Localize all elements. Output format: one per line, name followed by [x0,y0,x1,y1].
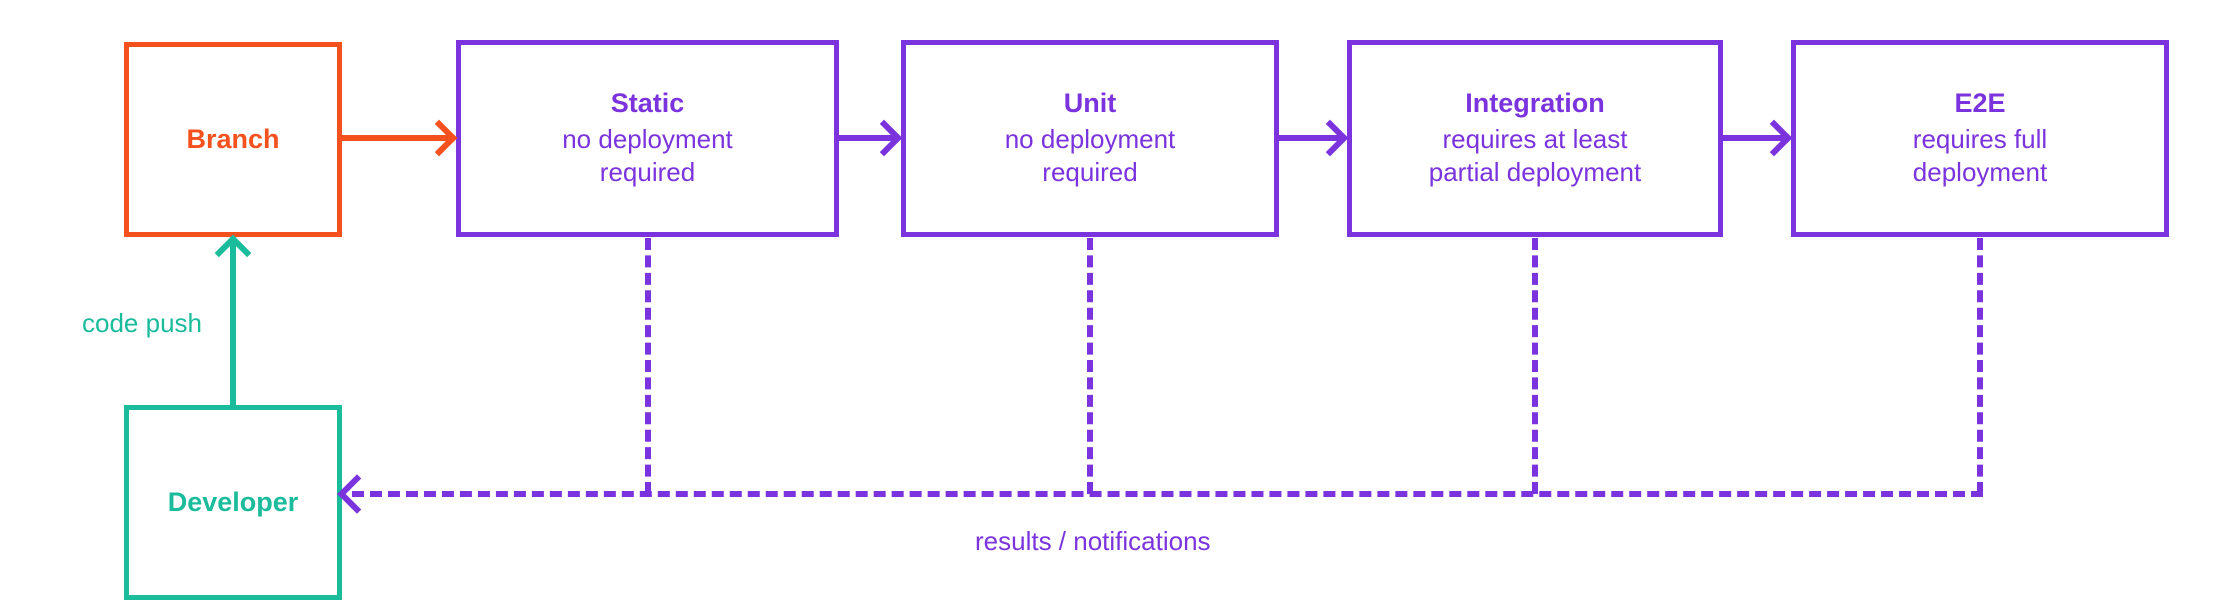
node-e2e-subtitle-line2: deployment [1912,157,2048,188]
arrowhead-left-icon [337,474,377,514]
arrow-shaft [1279,135,1341,141]
node-static-subtitle-line1: no deployment [562,124,733,155]
node-e2e[interactable]: E2E requires full deployment [1791,40,2169,237]
edge-label-code-push: code push [82,308,202,338]
node-static-subtitle-line2: required [599,157,696,188]
arrowhead-right-icon [1755,119,1793,157]
dashed-drop-e2e [1977,238,1983,494]
node-unit[interactable]: Unit no deployment required [901,40,1279,237]
edge-label-results-notifications: results / notifications [975,526,1211,556]
node-unit-subtitle-line1: no deployment [1004,124,1176,155]
dashed-drop-integration [1532,238,1538,494]
arrow-shaft [839,135,895,141]
dashed-return-bus [352,491,1983,497]
arrowhead-right-icon [1311,119,1349,157]
dashed-drop-unit [1087,238,1093,494]
node-static-title: Static [610,88,685,119]
arrow-branch-to-static [342,119,458,157]
node-unit-title: Unit [1063,88,1117,119]
arrow-integration-to-e2e [1723,119,1793,157]
node-developer-label: Developer [167,486,299,517]
node-branch-label: Branch [186,123,280,154]
node-e2e-subtitle-line1: requires full [1912,124,2048,155]
node-static[interactable]: Static no deployment required [456,40,839,237]
arrowhead-right-icon [865,119,903,157]
node-integration-subtitle-line2: partial deployment [1428,157,1642,188]
node-integration[interactable]: Integration requires at least partial de… [1347,40,1723,237]
arrow-shaft [342,135,450,141]
arrow-unit-to-integration [1279,119,1349,157]
node-e2e-title: E2E [1954,88,2006,119]
dashed-drop-static [645,238,651,494]
arrow-shaft [1723,135,1785,141]
node-branch[interactable]: Branch [124,42,342,237]
arrow-developer-to-branch [214,234,252,406]
arrow-static-to-unit [839,119,903,157]
node-unit-subtitle-line2: required [1042,157,1138,188]
arrowhead-up-icon [214,234,252,272]
node-integration-subtitle-line1: requires at least [1442,124,1628,155]
node-integration-title: Integration [1465,88,1605,119]
arrowhead-right-icon [420,119,458,157]
node-developer[interactable]: Developer [124,405,342,600]
